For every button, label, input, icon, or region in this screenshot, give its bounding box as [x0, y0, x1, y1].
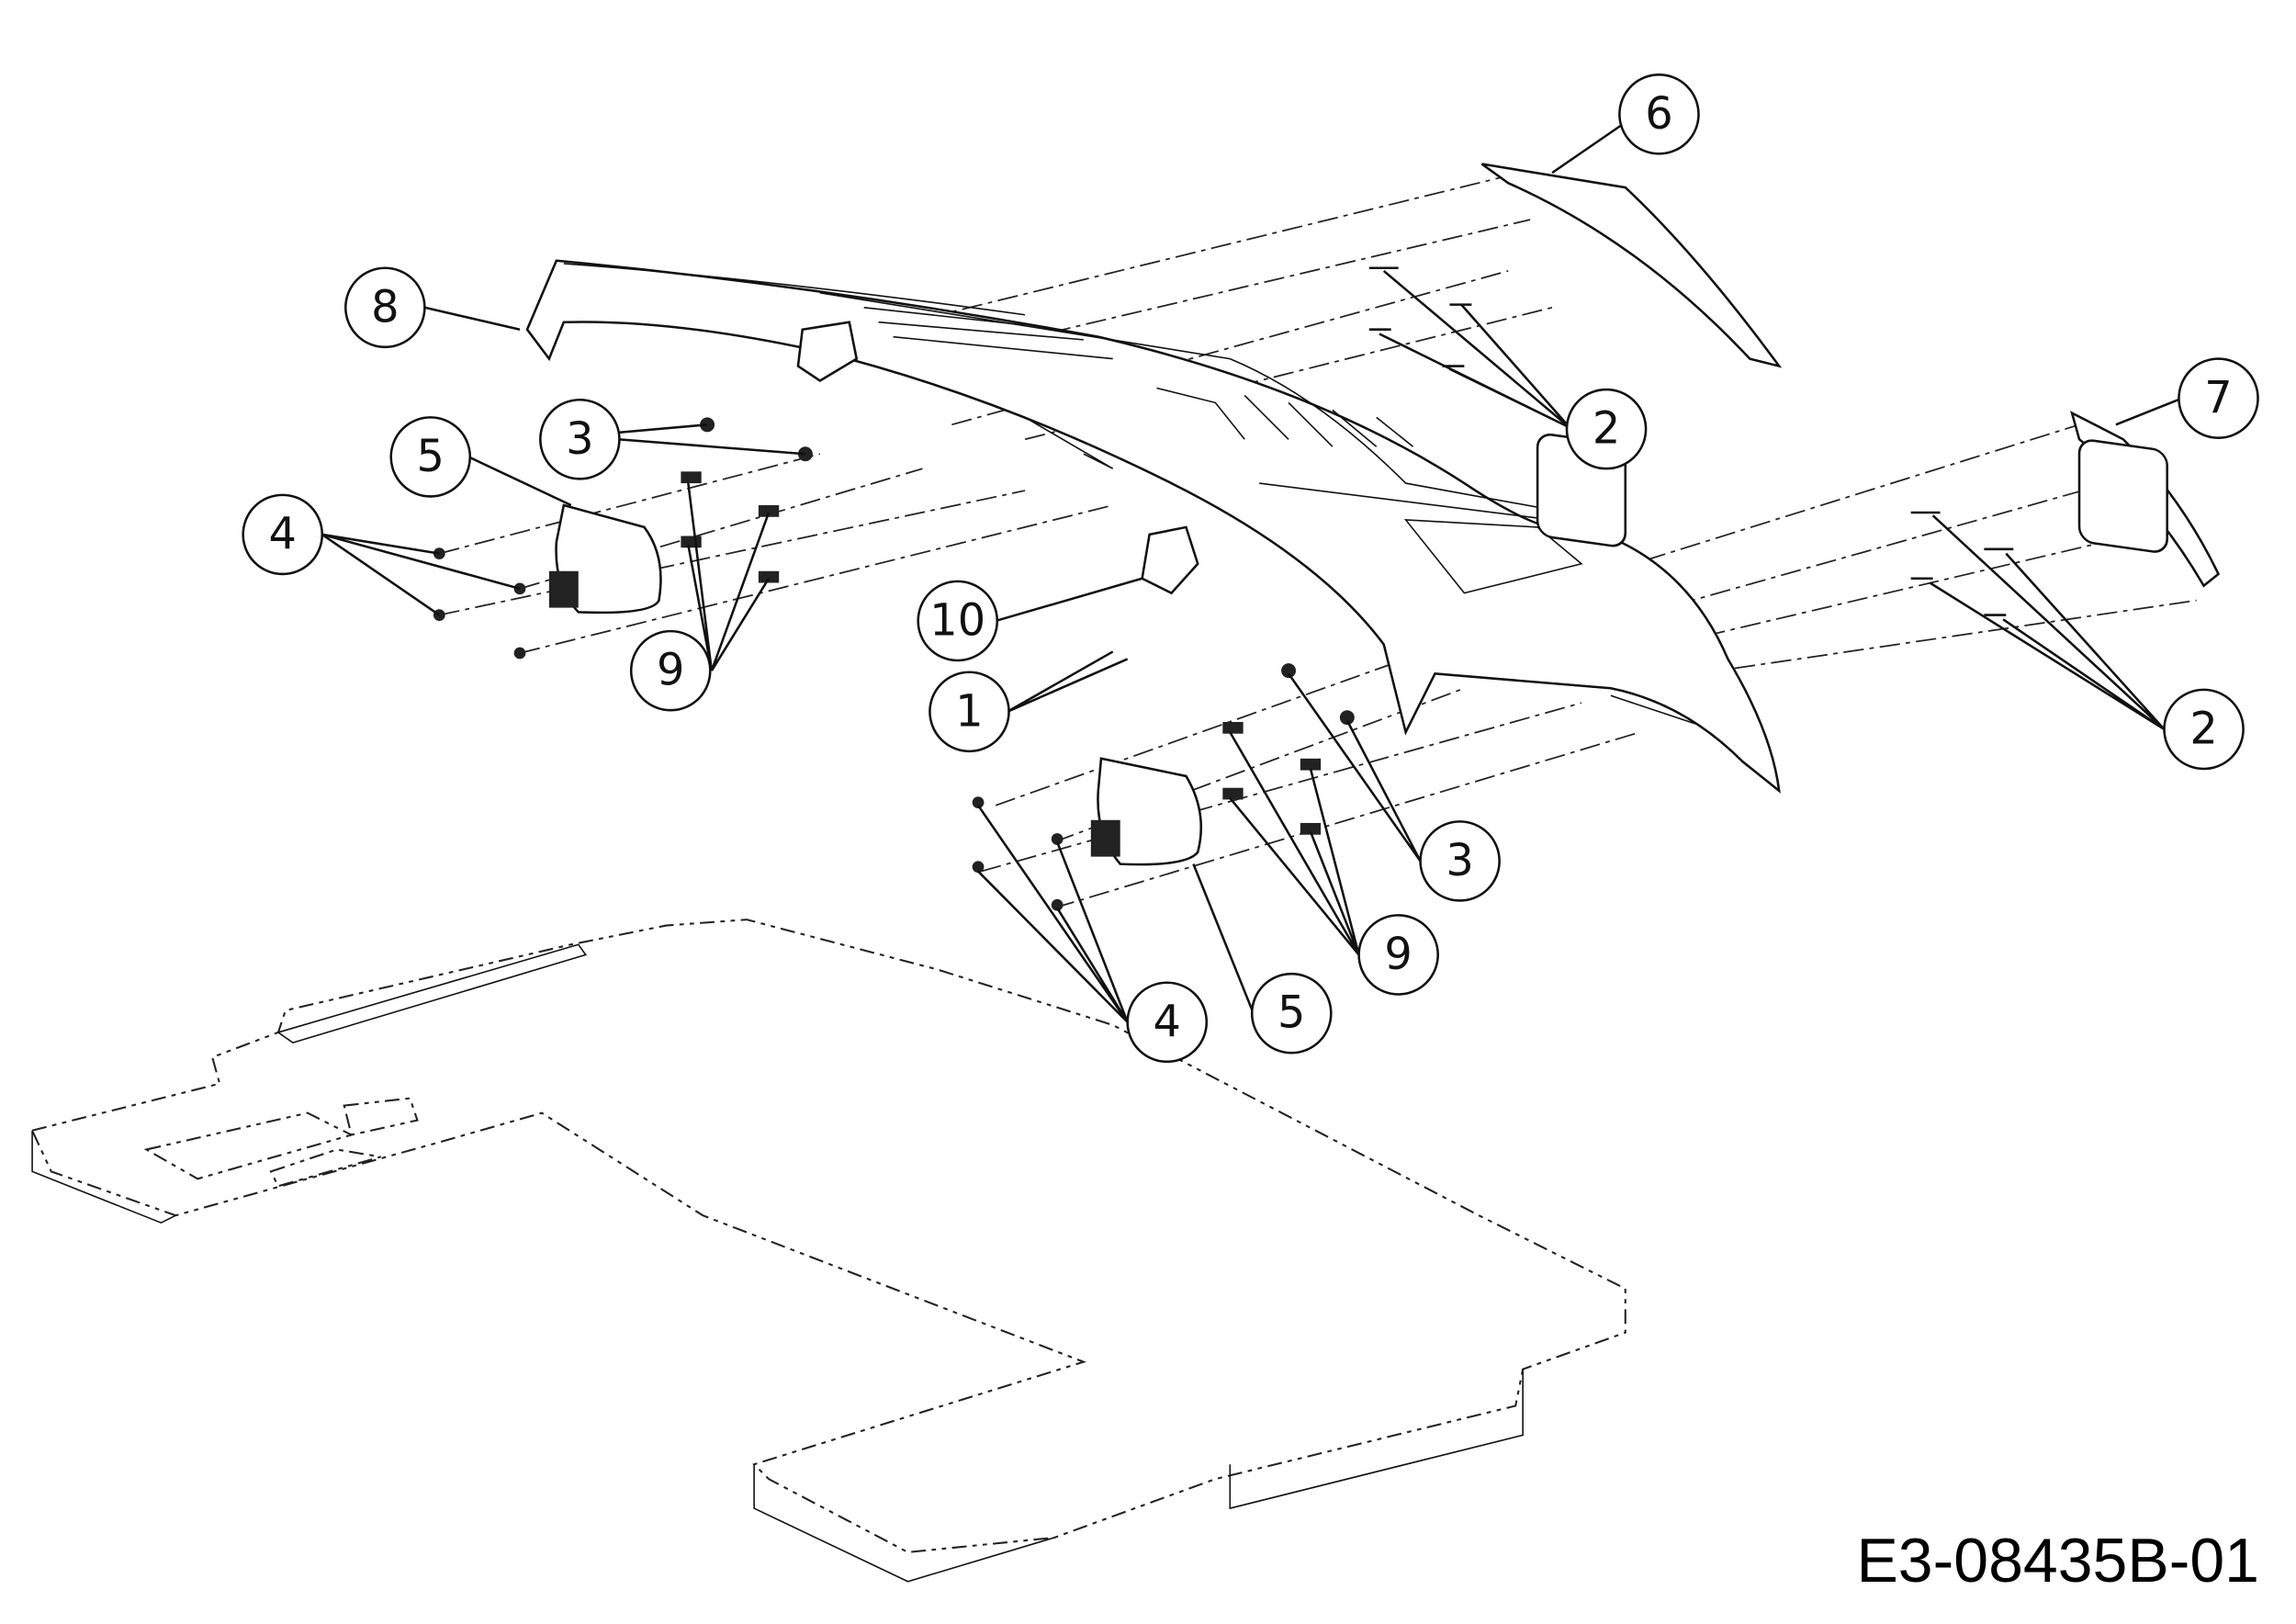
callout-label: 7 — [2204, 373, 2232, 423]
callout-4: 4 — [242, 493, 324, 576]
callout-7: 7 — [2178, 357, 2259, 439]
callout-label: 4 — [1154, 997, 1181, 1047]
callout-8: 8 — [344, 266, 426, 349]
fasteners — [433, 266, 2014, 911]
callout-5: 5 — [389, 416, 472, 498]
callout-label: 8 — [371, 282, 399, 333]
callout-label: 3 — [1446, 836, 1473, 886]
callout-3: 3 — [1419, 820, 1501, 902]
callout-label: 1 — [955, 686, 983, 737]
callout-5: 5 — [1250, 972, 1333, 1054]
callout-label: 10 — [929, 595, 985, 646]
callout-label: 6 — [1645, 89, 1672, 140]
callout-label: 5 — [417, 432, 445, 482]
headlight-left — [548, 503, 662, 615]
callout-9: 9 — [629, 629, 712, 712]
leader-lines — [321, 123, 2183, 1023]
callout-label: 4 — [269, 509, 297, 559]
floor-plate — [30, 919, 1626, 1583]
callout-2: 2 — [1565, 388, 1648, 470]
grille-right-lower — [2070, 411, 2221, 588]
callout-1: 1 — [929, 671, 1010, 753]
callout-9: 9 — [1357, 914, 1439, 996]
assembly-lines — [439, 175, 2197, 909]
callout-3: 3 — [539, 398, 621, 480]
callout-4: 4 — [1126, 981, 1209, 1064]
callout-label: 9 — [1384, 930, 1412, 980]
callout-label: 2 — [2189, 704, 2217, 754]
callout-label: 9 — [657, 646, 684, 696]
hood-part — [525, 259, 1781, 794]
grille-right-upper — [1480, 163, 1783, 547]
callout-label: 3 — [566, 414, 593, 465]
bracket-part — [796, 321, 1199, 595]
callout-label: 5 — [1277, 988, 1305, 1039]
headlight-right — [1090, 757, 1203, 866]
callout-6: 6 — [1618, 73, 1700, 155]
callout-2: 2 — [2163, 688, 2245, 771]
callout-10: 10 — [917, 580, 999, 662]
callout-label: 2 — [1593, 404, 1620, 455]
drawing-code: E3-08435B-01 — [1856, 1526, 2259, 1596]
